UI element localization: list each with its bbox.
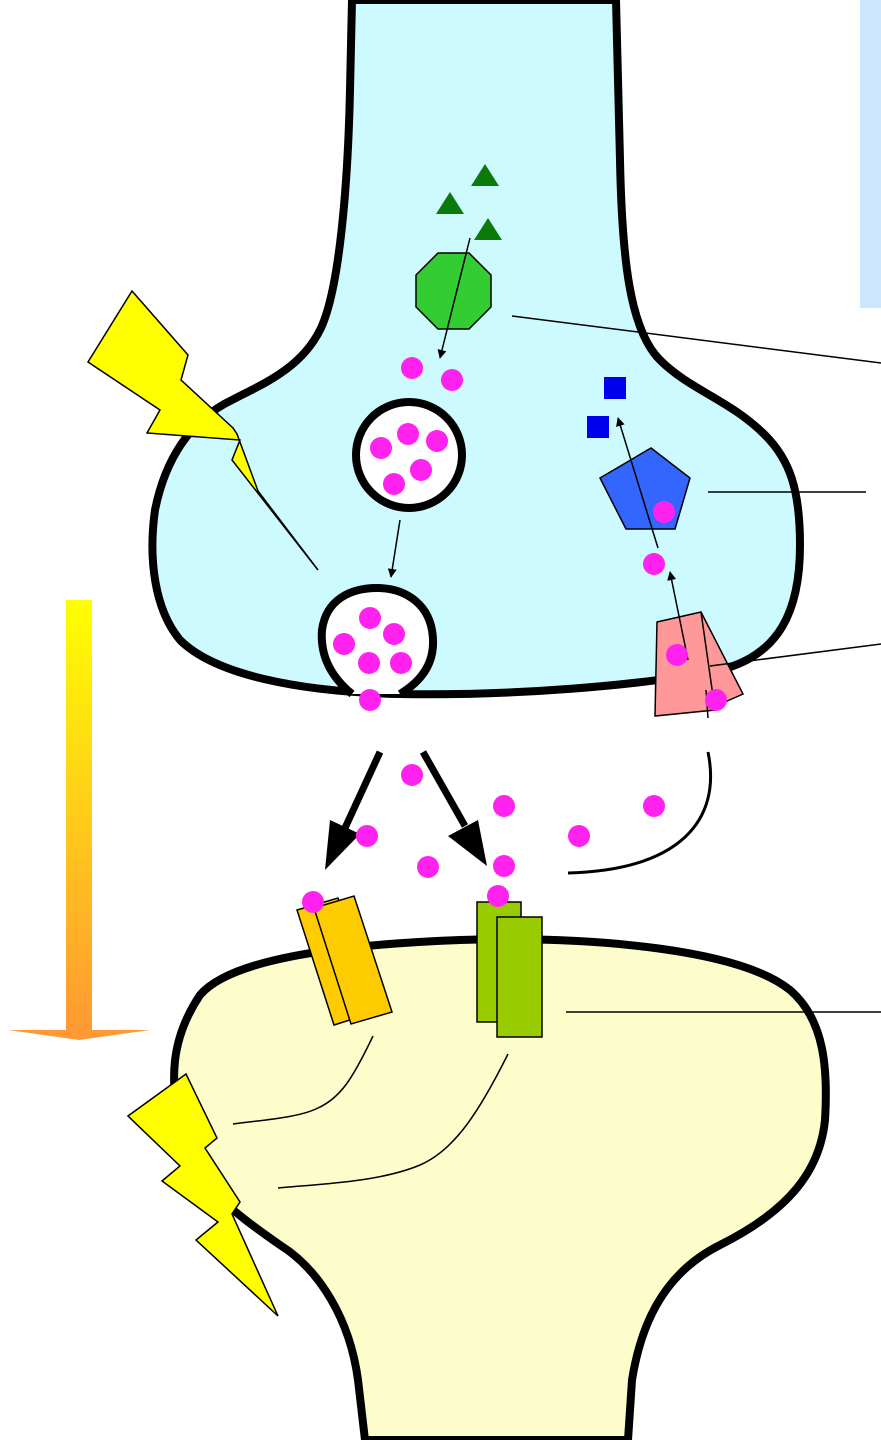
neurotransmitter-dot-icon — [487, 885, 509, 907]
neurotransmitter-dot-icon — [417, 856, 439, 878]
neurotransmitter-dot-icon — [441, 369, 463, 391]
presynaptic-terminal-icon — [152, 0, 800, 694]
neurotransmitter-dot-icon — [370, 437, 392, 459]
neurotransmitter-dot-icon — [358, 652, 380, 674]
neurotransmitter-dot-icon — [653, 501, 675, 523]
neurotransmitter-dot-icon — [705, 689, 727, 711]
neurotransmitter-dot-icon — [401, 764, 423, 786]
reuptake-path-line — [568, 752, 711, 873]
neurotransmitter-dot-icon — [390, 652, 412, 674]
metabolite-square-icon — [587, 416, 609, 438]
neurotransmitter-dot-icon — [302, 891, 324, 913]
neurotransmitter-dot-icon — [493, 795, 515, 817]
neurotransmitter-dot-icon — [493, 855, 515, 877]
neurotransmitter-dot-icon — [666, 644, 688, 666]
neurotransmitter-dot-icon — [643, 553, 665, 575]
neurotransmitter-dot-icon — [356, 825, 378, 847]
neurotransmitter-dot-icon — [568, 825, 590, 847]
metabolite-square-icon — [604, 377, 626, 399]
synaptic-vesicle-icon — [356, 402, 462, 508]
neurotransmitter-dot-icon — [426, 430, 448, 452]
neurotransmitter-dot-icon — [643, 795, 665, 817]
neurotransmitter-dot-icon — [359, 689, 381, 711]
neurotransmitter-dot-icon — [383, 623, 405, 645]
neurotransmitter-dot-icon — [333, 633, 355, 655]
neurotransmitter-dot-icon — [410, 459, 432, 481]
signal-direction-arrow-icon — [8, 600, 150, 1040]
neurotransmitter-dot-icon — [359, 607, 381, 629]
metabotropic-receptor-icon — [477, 902, 542, 1037]
synthesis-enzyme-octagon-icon — [416, 253, 491, 329]
neurotransmitter-dot-icon — [383, 473, 405, 495]
neurotransmitter-dot-icon — [397, 423, 419, 445]
neurotransmitter-dot-icon — [401, 357, 423, 379]
